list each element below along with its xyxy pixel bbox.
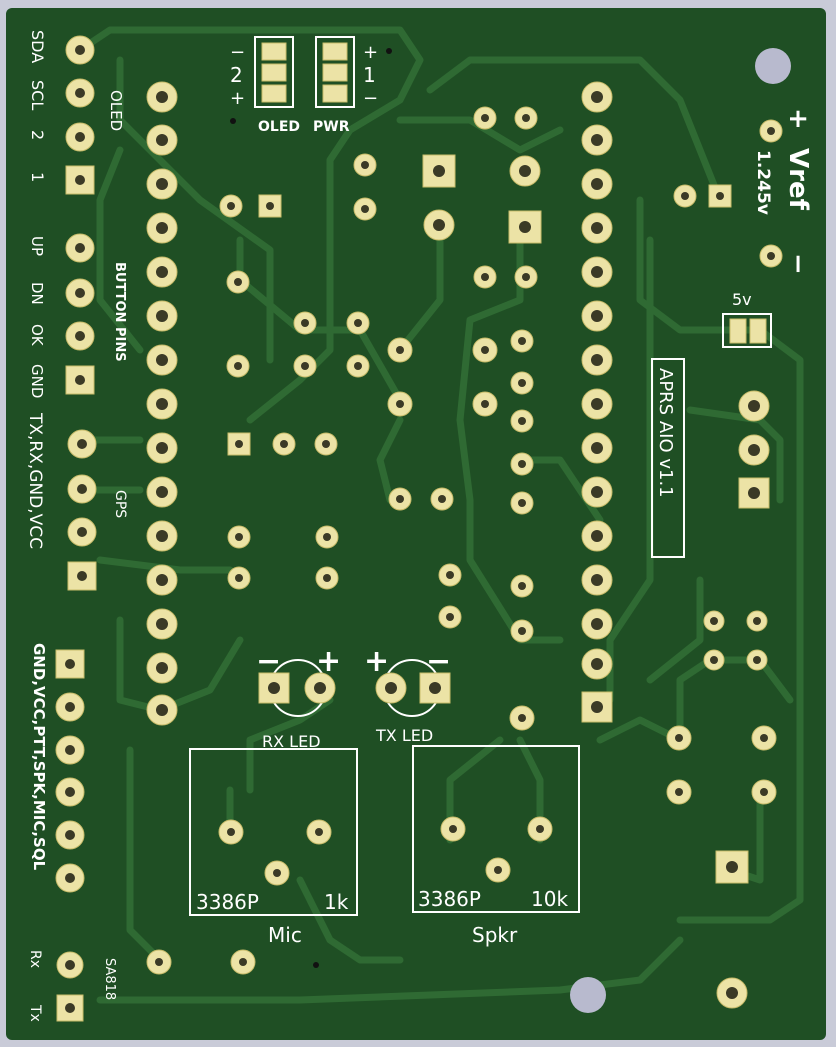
radio-pins-label: GND,VCC,PTT,SPK,MIC,SQL: [30, 643, 48, 871]
mcu-right-header: [581, 81, 613, 723]
mounting-hole-bottom: [570, 977, 606, 1013]
oled-pin-scl: SCL: [28, 80, 47, 110]
tx-led-plus: +: [364, 644, 389, 679]
copper-traces: [76, 26, 804, 1004]
board-substrate: [6, 8, 826, 1040]
jumper-pwr-label: PWR: [313, 119, 350, 135]
component-pads: [146, 106, 777, 1009]
mic-pot-label: Mic: [268, 923, 302, 947]
mcu-left-header: [146, 81, 178, 726]
sa818-label: SA818: [102, 958, 117, 1000]
gps-header: [67, 429, 97, 591]
via: [313, 962, 319, 968]
button-header: [65, 233, 95, 395]
mic-potentiometer: [189, 748, 358, 916]
jumper-5v-outline: [722, 313, 772, 348]
mic-pot-part: 3386P: [196, 890, 259, 914]
jumper-oled: [254, 36, 294, 108]
rx-led-plus: +: [316, 644, 341, 679]
jumper-oled-label: OLED: [258, 119, 300, 135]
board-title-frame: [651, 358, 685, 558]
vref-pads: [759, 119, 783, 268]
button-pin-up: UP: [28, 236, 46, 256]
tx-led-minus: −: [426, 644, 451, 679]
radio-header: [55, 649, 85, 893]
spkr-pot-label: Spkr: [472, 923, 518, 947]
spkr-pot-value: 10k: [531, 887, 568, 911]
tx-led: [375, 659, 451, 717]
vref-label: Vref: [783, 148, 813, 211]
jumper-5v-pad: [749, 318, 767, 344]
oled-pin-sda: SDA: [28, 30, 47, 63]
sa818-header: [56, 951, 84, 1022]
vref-value: 1.245v: [753, 150, 773, 215]
tx-led-label: TX LED: [375, 726, 433, 745]
oled-header-label: OLED: [107, 90, 125, 131]
rx-led: [258, 659, 336, 717]
spkr-pot-part: 3386P: [418, 887, 481, 911]
oled-pin-1: 1: [28, 172, 47, 182]
button-pin-ok: OK: [28, 324, 46, 347]
oled-header: [65, 35, 95, 195]
button-pin-dn: DN: [28, 282, 46, 305]
jumper-pwr-minus: −: [363, 88, 378, 109]
jumper-oled-minus: −: [230, 42, 245, 63]
sa818-pin-tx: Tx: [27, 1004, 43, 1022]
mounting-holes: [570, 48, 791, 1013]
rx-led-label: RX LED: [262, 732, 321, 751]
button-header-label: BUTTON PINS: [112, 262, 127, 362]
rx-led-minus: −: [256, 644, 281, 679]
mounting-hole-top-right: [755, 48, 791, 84]
gps-pins-label: TX,RX,GND,VCC: [25, 412, 45, 549]
vref-minus: −: [783, 253, 813, 275]
jumper-oled-number: 2: [230, 63, 243, 87]
mic-pot-value: 1k: [324, 890, 349, 914]
spkr-potentiometer: [412, 745, 580, 913]
oled-pin-2: 2: [28, 130, 47, 140]
board-title: APRS AIO v1.1: [655, 368, 676, 498]
jumper-pwr: [315, 36, 355, 108]
jumper-pwr-number: 1: [363, 63, 376, 87]
button-pin-gnd: GND: [28, 364, 46, 398]
gps-header-label: GPS: [112, 490, 128, 518]
jumper-5v-pad: [729, 318, 747, 344]
jumper-oled-plus: +: [230, 88, 245, 109]
via: [386, 48, 392, 54]
via: [230, 118, 236, 124]
sa818-pin-rx: Rx: [27, 950, 43, 968]
jumper-5v-label: 5v: [732, 290, 752, 309]
jumper-pwr-plus: +: [363, 42, 378, 63]
vref-plus: +: [783, 108, 813, 130]
